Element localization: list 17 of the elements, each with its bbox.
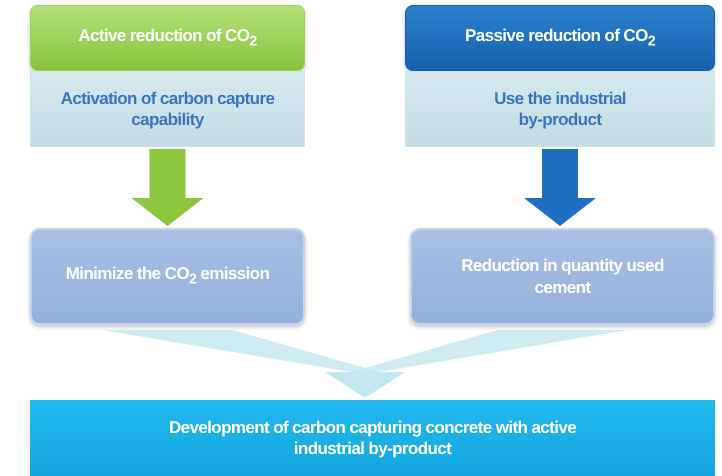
box-text: Passive reduction of CO$_{2}$ bbox=[465, 24, 655, 52]
box-text: Use the industrial by-product bbox=[493, 88, 627, 130]
box-text: Minimize the CO$_{2}$ emission bbox=[66, 263, 270, 290]
block-arrow bbox=[524, 149, 596, 226]
block-arrow bbox=[132, 149, 204, 226]
process-box bbox=[405, 5, 715, 71]
process-box bbox=[405, 71, 715, 147]
process-box bbox=[410, 228, 715, 325]
merge-arrow bbox=[325, 330, 628, 398]
box-text: Activation of carbon capture capability bbox=[60, 88, 276, 130]
process-box bbox=[30, 400, 715, 476]
box-text: Development of carbon capturing concrete with active industrial by-product bbox=[168, 416, 578, 460]
box-text: Reduction in quantity used cement bbox=[460, 255, 665, 298]
process-box bbox=[30, 228, 305, 325]
box-text: Active reduction of CO$_{2}$ bbox=[78, 24, 257, 52]
process-box bbox=[30, 5, 305, 71]
process-box bbox=[30, 71, 305, 147]
